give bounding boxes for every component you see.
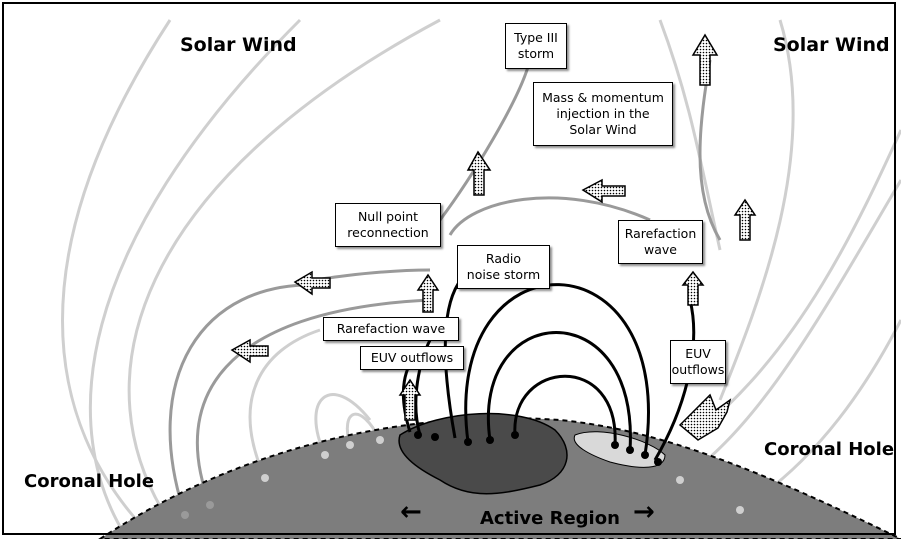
rarefaction-wave-right-callout: Rarefaction wave (618, 220, 703, 264)
mass-line2: injection in the (556, 106, 650, 121)
mass-line3: Solar Wind (569, 122, 637, 137)
rarefaction-right-line1: Rarefaction (624, 226, 697, 241)
active-region-label: Active Region (480, 508, 620, 529)
type-iii-line2: storm (517, 46, 555, 61)
mass-line1: Mass & momentum (542, 90, 664, 105)
open-footpoints (181, 436, 744, 519)
euv-outflows-right-callout: EUV outflows (670, 340, 726, 384)
null-line1: Null point (357, 209, 419, 224)
null-point-callout: Null point reconnection (335, 203, 441, 247)
coronal-hole-left-label: Coronal Hole (24, 471, 155, 492)
mass-momentum-callout: Mass & momentum injection in the Solar W… (533, 82, 673, 146)
radio-noise-storm-callout: Radio noise storm (457, 245, 550, 289)
radio-line2: noise storm (466, 267, 541, 282)
rarefaction-right-line2: wave (644, 242, 677, 257)
type-iii-storm-callout: Type III storm (505, 23, 567, 69)
left-arrow-icon: ← (400, 497, 422, 527)
solar-wind-left-label: Solar Wind (180, 34, 297, 56)
radio-line1: Radio (485, 251, 522, 266)
euv-right-line1: EUV (685, 346, 711, 361)
euv-outflows-left-callout: EUV outflows (360, 346, 464, 370)
type-iii-line1: Type III (514, 30, 558, 45)
outflow-arrows (230, 33, 757, 441)
coronal-hole-right-label: Coronal Hole (764, 439, 895, 460)
euv-right-line2: outflows (671, 362, 725, 377)
solar-wind-right-label: Solar Wind (773, 34, 890, 56)
rarefaction-wave-left-callout: Rarefaction wave (323, 317, 459, 341)
right-arrow-icon: → (633, 497, 655, 527)
null-line2: reconnection (347, 225, 429, 240)
footpoints (414, 431, 662, 466)
